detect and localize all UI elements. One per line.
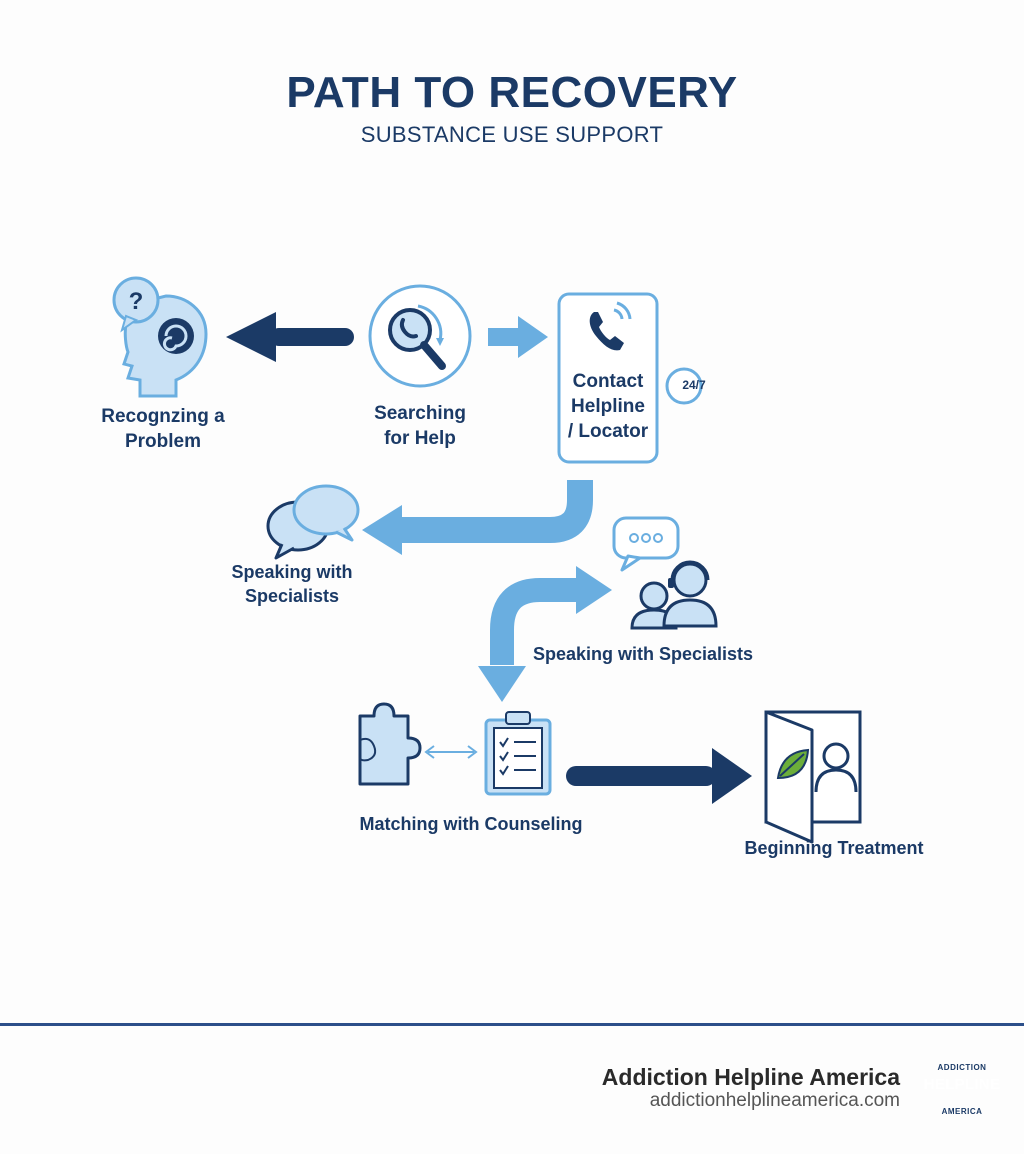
page-subtitle: SUBSTANCE USE SUPPORT — [360, 122, 664, 147]
step-label-matching: Matching with Counseling — [359, 814, 583, 834]
step-label-line: for Help — [384, 428, 456, 449]
step-label-speaking-left: Speaking with Specialists — [214, 560, 370, 608]
step-label-beginning: Beginning Treatment — [744, 838, 924, 858]
footer-url[interactable]: addictionhelplineamerica.com — [649, 1090, 900, 1111]
seal-middle-text: HELPLINE — [923, 1076, 1001, 1093]
double-arrow-icon — [424, 745, 478, 759]
seal-logo-text: ADDICTION HELPLINE AMERICA — [920, 1063, 1004, 1116]
step-label-line: Recognzing a — [101, 406, 225, 427]
step-label-line: Searching — [374, 403, 466, 424]
step-label-line: Speaking with — [231, 562, 353, 582]
arrow-searching-to-recognizing — [226, 312, 354, 362]
magnifier-phone-icon — [368, 284, 472, 388]
head-question-icon: ? — [112, 276, 208, 398]
step-label-line: / Locator — [567, 421, 649, 442]
footer-org-name: Addiction Helpline America — [601, 1064, 900, 1090]
svg-text:?: ? — [129, 288, 144, 315]
contact-card — [557, 292, 659, 464]
puzzle-icon — [358, 702, 422, 786]
step-label-searching: Searching for Help — [350, 401, 490, 451]
page-title: PATH TO RECOVERY — [286, 68, 738, 117]
step-label-recognizing: Recognzing a Problem — [80, 404, 246, 454]
speech-bubbles-icon — [266, 484, 360, 560]
specialists-headset-icon — [612, 516, 718, 630]
seal-bottom-text: AMERICA — [941, 1107, 983, 1116]
footer-divider — [0, 1023, 1024, 1026]
arrow-matching-to-beginning — [566, 748, 752, 804]
arrow-searching-to-contact — [488, 316, 548, 358]
seal-top-text: ADDICTION — [937, 1063, 987, 1072]
badge-24-7-text: 24/7 — [682, 378, 706, 392]
step-label-line: Contact — [572, 371, 644, 392]
step-label-line: Specialists — [244, 586, 340, 606]
badge-24-7 — [665, 367, 703, 405]
door-leaf-person-icon — [764, 710, 862, 844]
phone-icon — [589, 301, 632, 351]
arrow-contact-to-speaking-left — [362, 480, 593, 555]
step-label-contact: Contact Helpline / Locator — [559, 369, 657, 444]
flow-diagram: ? — [112, 276, 862, 844]
step-label-line: Helpline — [571, 396, 645, 417]
step-label-line: Problem — [124, 431, 202, 452]
arrow-speaking-right-to-matching — [478, 566, 612, 702]
clipboard-icon — [484, 711, 552, 796]
step-label-speaking-right: Speaking with Specialists — [532, 644, 754, 664]
